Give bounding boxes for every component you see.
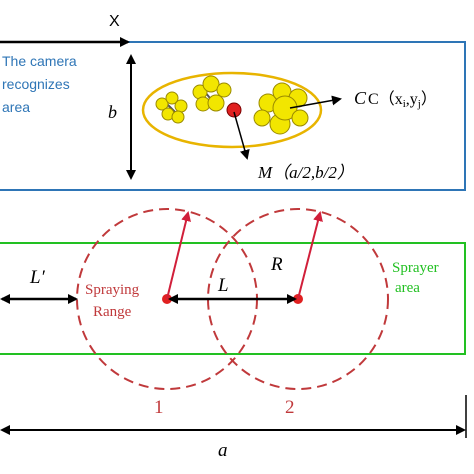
distance-l-label: L — [217, 275, 229, 296]
width-a-label: a — [218, 440, 228, 461]
camera-area-box — [0, 41, 466, 191]
midpoint-arrow — [233, 111, 250, 160]
midpoint-marker — [226, 102, 242, 118]
radius-label: R — [270, 254, 283, 275]
spray-range-label-2: Range — [93, 304, 132, 320]
radius-arrow-1 — [166, 211, 191, 300]
weed-large-icon — [253, 82, 309, 135]
weed-cluster-ellipse — [141, 71, 323, 149]
centroid-arrow — [289, 95, 342, 109]
height-b-label: b — [108, 102, 117, 122]
weed-medium-icon — [192, 75, 232, 112]
camera-area-label-1: The camera — [2, 53, 77, 69]
nozzle-number-2: 2 — [285, 397, 295, 418]
sprayer-area-label-2: area — [395, 280, 420, 296]
radius-arrow-2 — [297, 211, 323, 300]
weed-small-icon — [155, 91, 188, 124]
x-axis-label: X — [109, 13, 120, 30]
offset-l-label: L′ — [29, 267, 46, 288]
spray-circle-2 — [207, 208, 389, 390]
nozzle-number-1: 1 — [154, 397, 164, 418]
sprayer-area-box — [0, 242, 466, 355]
sprayer-area-label-1: Sprayer — [392, 260, 439, 276]
spray-range-label-1: Spraying — [85, 282, 140, 298]
camera-area-label-3: area — [2, 99, 30, 115]
camera-area-label-2: recognizes — [2, 76, 70, 92]
midpoint-label: M（a/2,b/2） — [257, 163, 354, 182]
